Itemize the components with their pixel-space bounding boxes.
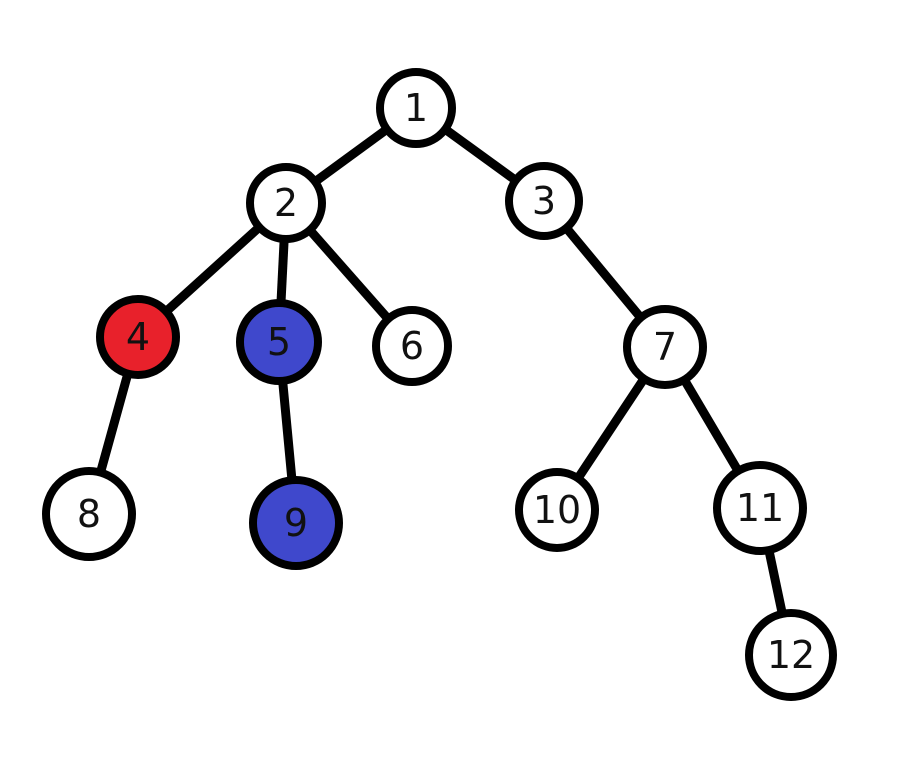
tree-node-9: 9 (249, 476, 343, 570)
node-label-3: 3 (532, 179, 556, 223)
node-circle-9 (249, 476, 343, 570)
tree-node-4: 4 (96, 295, 180, 379)
node-label-5: 5 (267, 320, 291, 364)
tree-node-1: 1 (376, 68, 456, 148)
node-label-12: 12 (767, 633, 815, 677)
node-circle-5 (236, 299, 322, 385)
node-label-8: 8 (77, 492, 101, 536)
tree-node-12: 12 (745, 609, 837, 701)
node-circle-3 (505, 162, 583, 240)
node-circle-6 (372, 306, 452, 386)
tree-node-2: 2 (246, 163, 326, 243)
tree-node-6: 6 (372, 306, 452, 386)
tree-node-7: 7 (623, 305, 707, 389)
node-label-7: 7 (653, 325, 677, 369)
tree-node-8: 8 (42, 467, 136, 561)
node-circle-10 (515, 468, 599, 552)
tree-node-10: 10 (515, 468, 599, 552)
tree-node-3: 3 (505, 162, 583, 240)
node-circle-8 (42, 467, 136, 561)
node-label-4: 4 (126, 315, 150, 359)
node-label-1: 1 (404, 86, 428, 130)
node-circle-11 (713, 461, 807, 555)
node-circle-4 (96, 295, 180, 379)
node-circle-1 (376, 68, 456, 148)
node-label-6: 6 (400, 324, 424, 368)
node-circle-7 (623, 305, 707, 389)
node-circle-12 (745, 609, 837, 701)
node-label-9: 9 (284, 501, 308, 545)
tree-node-11: 11 (713, 461, 807, 555)
node-label-10: 10 (533, 488, 581, 532)
tree-node-5: 5 (236, 299, 322, 385)
node-label-2: 2 (274, 181, 298, 225)
node-label-11: 11 (736, 486, 784, 530)
node-circle-2 (246, 163, 326, 243)
